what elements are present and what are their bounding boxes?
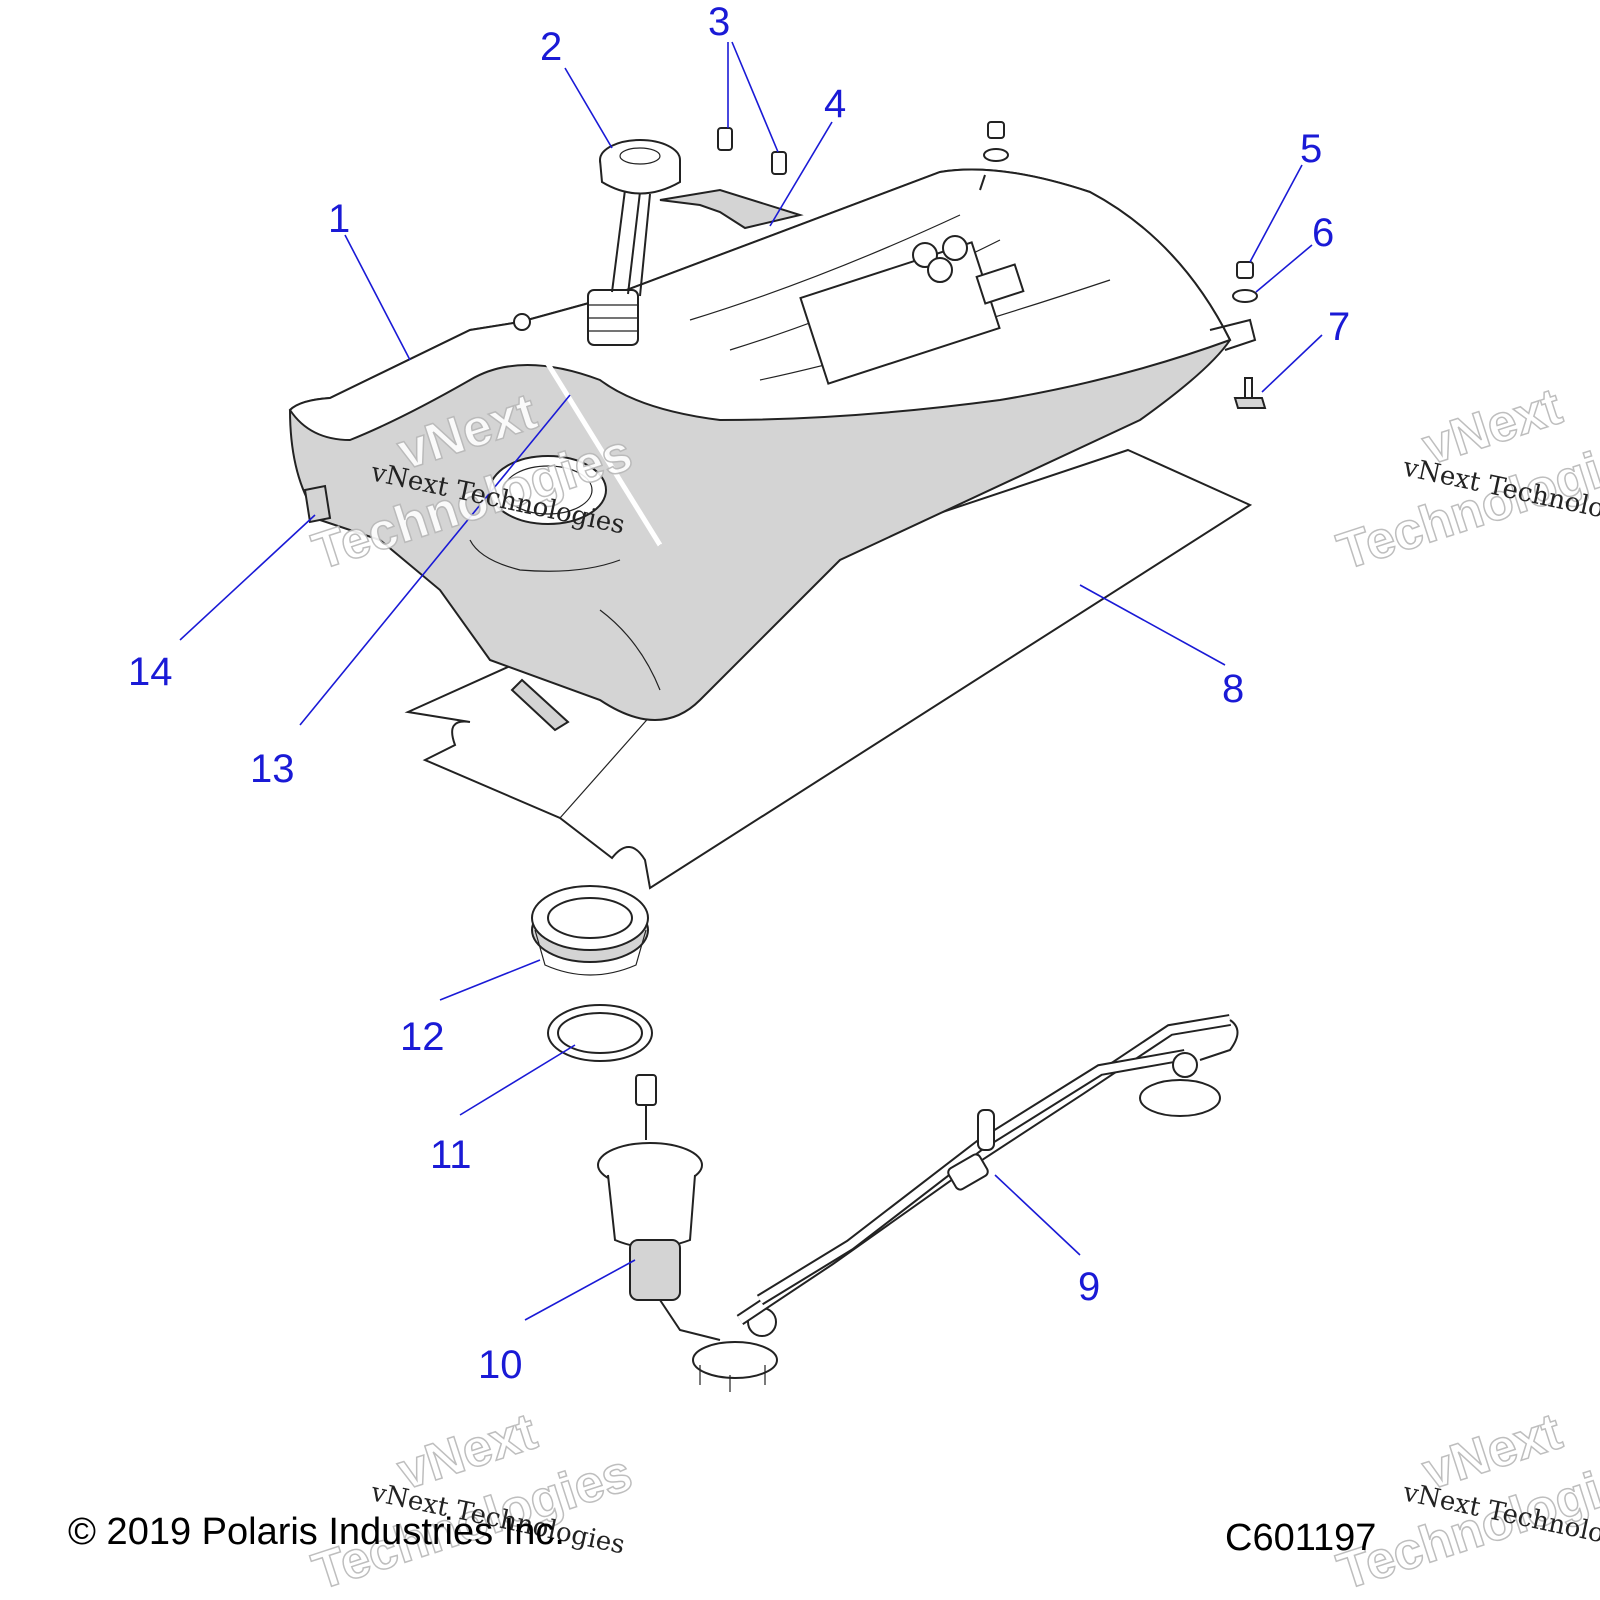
fuel-tank [288, 168, 1257, 721]
callout-13[interactable]: 13 [250, 747, 295, 791]
fuel-line-assembly [736, 1014, 1239, 1325]
stud [1233, 377, 1267, 409]
callout-3[interactable]: 3 [708, 0, 730, 44]
heat-shield-sheet [404, 448, 1253, 890]
callout-4[interactable]: 4 [824, 82, 846, 126]
callout-11[interactable]: 11 [430, 1133, 472, 1177]
footer: © 2019 Polaris Industries Inc. C601197 [68, 1511, 1376, 1559]
callout-5[interactable]: 5 [1300, 127, 1322, 171]
copyright-text: © 2019 Polaris Industries Inc. [68, 1511, 565, 1553]
callout-7[interactable]: 7 [1328, 305, 1350, 349]
gasket [547, 1004, 653, 1062]
callout-9[interactable]: 9 [1078, 1265, 1100, 1309]
callout-labels: 1 2 3 4 5 6 7 8 9 10 11 12 13 14 [128, 0, 1350, 1387]
lock-ring [531, 885, 649, 976]
callout-6[interactable]: 6 [1312, 211, 1334, 255]
bracket [659, 188, 804, 230]
callout-8[interactable]: 8 [1222, 667, 1244, 711]
callout-1[interactable]: 1 [328, 197, 350, 241]
callout-2[interactable]: 2 [540, 25, 562, 69]
callout-12[interactable]: 12 [400, 1015, 445, 1059]
leader-lines [179, 41, 1323, 1321]
figure-code: C601197 [1225, 1517, 1376, 1559]
callout-10[interactable]: 10 [478, 1343, 523, 1387]
vent-hose [513, 313, 663, 547]
nuts-and-washers [983, 121, 1258, 303]
pad [303, 484, 332, 524]
fuel-cap [599, 139, 681, 297]
callout-14[interactable]: 14 [128, 650, 173, 694]
fuel-pump-assembly [597, 1074, 778, 1392]
screws [717, 127, 787, 175]
